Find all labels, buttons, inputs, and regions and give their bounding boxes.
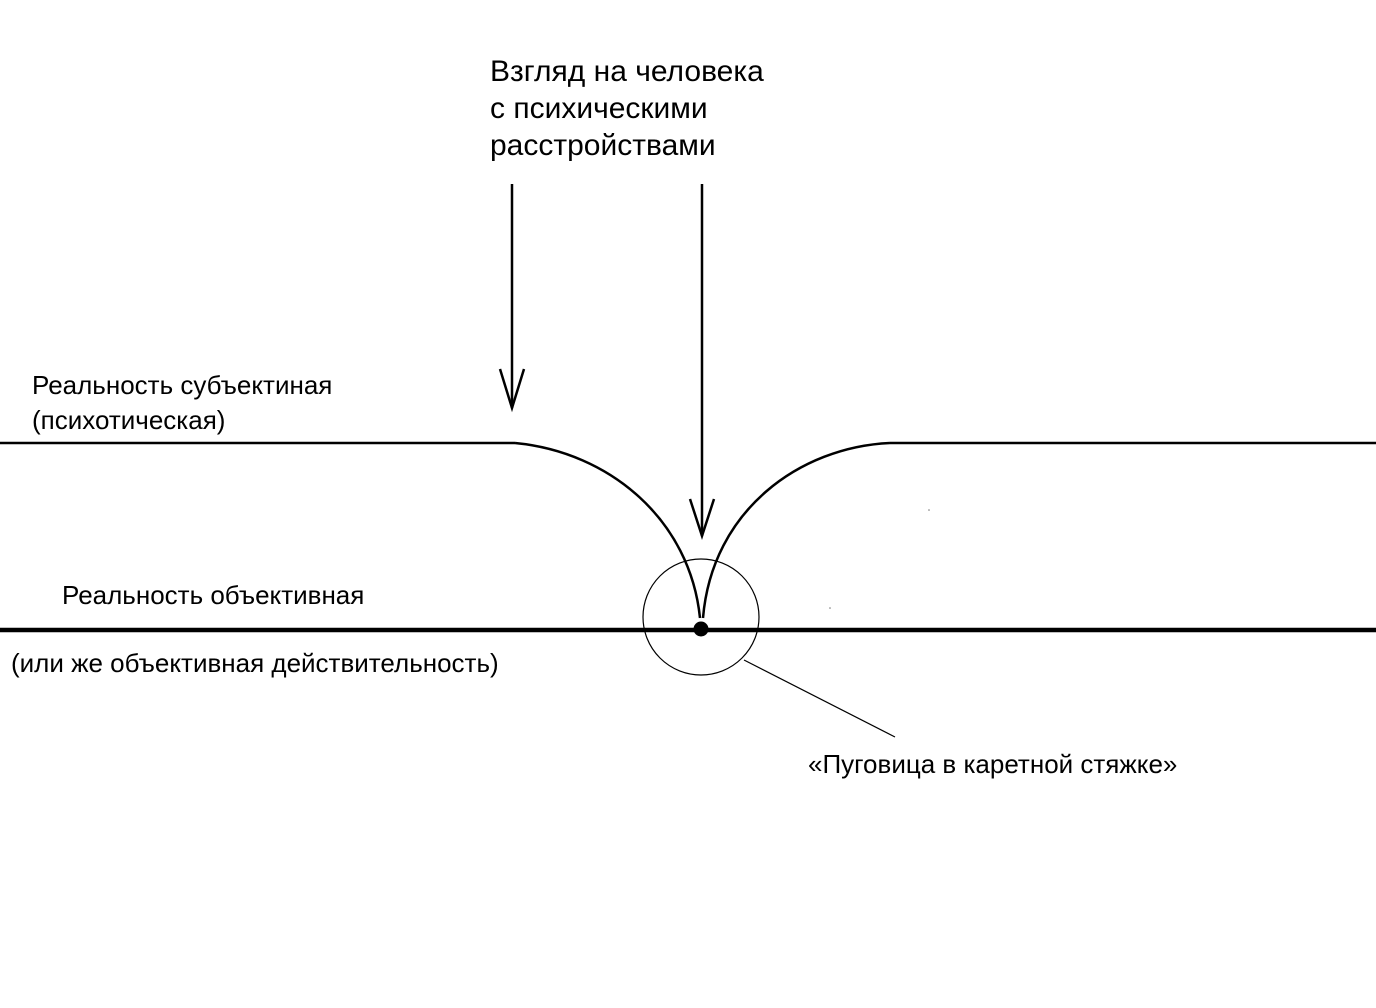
objective-reality-sublabel: (или же объективная действительность) xyxy=(11,648,499,678)
button-highlight-circle xyxy=(642,558,760,676)
arrow-center xyxy=(688,184,716,541)
subjective-curve-right xyxy=(701,441,891,619)
arrow-left xyxy=(498,184,526,413)
subjective-label-line: Реальность субъектиная xyxy=(32,370,333,400)
button-label: «Пуговица в каретной стяжке» xyxy=(808,749,1178,779)
heading-line: расстройствами xyxy=(490,129,716,162)
button-dot xyxy=(693,621,709,637)
speck xyxy=(829,607,831,609)
heading-line: Взгляд на человека xyxy=(490,55,764,88)
leader-line xyxy=(743,659,896,738)
heading-line: с психическими xyxy=(490,92,708,125)
subjective-reality-label: Реальность субъектиная (психотическая) xyxy=(32,368,332,438)
subjective-label-line: (психотическая) xyxy=(32,405,226,435)
speck xyxy=(928,509,930,511)
subjective-curve-left xyxy=(514,441,702,619)
diagram-heading: Взгляд на человека с психическими расстр… xyxy=(490,53,764,164)
objective-reality-label: Реальность объективная xyxy=(62,580,365,610)
